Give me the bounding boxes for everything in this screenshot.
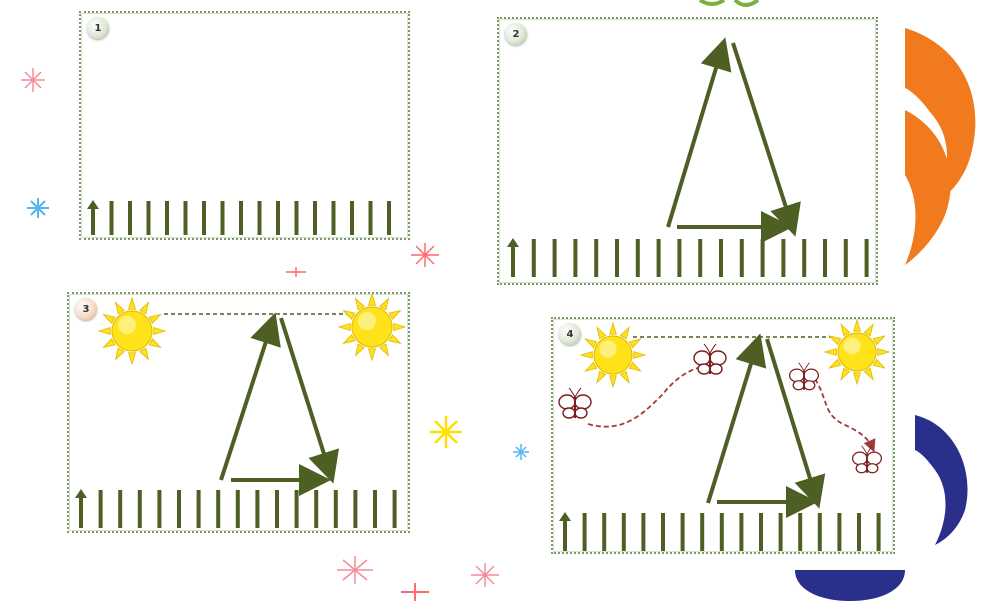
blue-bowl-shape bbox=[795, 570, 905, 601]
tick-row bbox=[553, 319, 897, 556]
sparkle-icon bbox=[21, 68, 45, 92]
panel-3: 3 bbox=[67, 292, 410, 533]
tick-row bbox=[69, 294, 412, 535]
tick-row bbox=[499, 19, 880, 287]
sparkle-icon bbox=[401, 583, 429, 601]
sparkle-icon bbox=[430, 416, 462, 448]
top-green-shape bbox=[700, 0, 758, 5]
sparkle-icon bbox=[411, 243, 439, 267]
up-arrow-icon bbox=[75, 489, 87, 528]
sparkle-icon bbox=[471, 563, 499, 587]
orange-swirl-shape bbox=[905, 28, 975, 265]
sparkle-icon bbox=[27, 198, 49, 218]
panel-2: 2 bbox=[497, 17, 878, 285]
sparkle-icon bbox=[513, 444, 529, 460]
panel-4: 4 bbox=[551, 317, 895, 554]
up-arrow-icon bbox=[559, 512, 571, 551]
panel-1: 1 bbox=[79, 11, 410, 240]
sparkle-icon bbox=[286, 267, 306, 277]
tick-row bbox=[81, 13, 412, 242]
sparkle-icon bbox=[337, 556, 373, 584]
up-arrow-icon bbox=[507, 238, 519, 277]
blue-swirl-shape bbox=[915, 415, 968, 545]
up-arrow-icon bbox=[87, 200, 99, 235]
